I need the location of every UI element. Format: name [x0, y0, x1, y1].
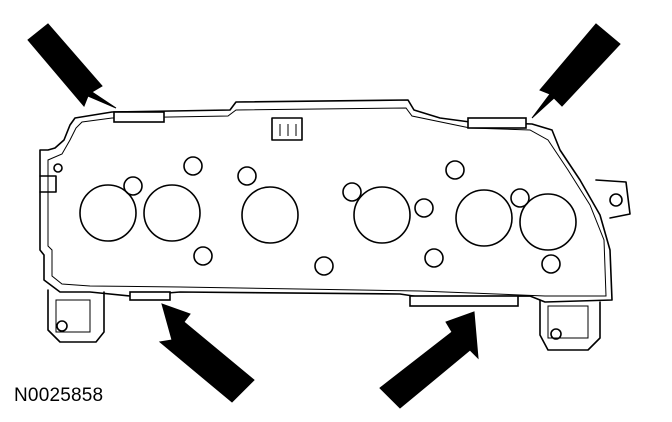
left-side-connector [39, 175, 57, 193]
lower-right-clip [409, 295, 519, 307]
screw [342, 182, 362, 202]
right-side-tab [595, 179, 631, 219]
left-ear-tab [55, 299, 91, 333]
figure-reference-code: N0025858 [14, 385, 104, 406]
left-mounting-ear [47, 289, 105, 343]
cluster-housing-outline [39, 99, 613, 303]
connector-pins [279, 124, 297, 136]
screw [183, 156, 203, 176]
screws [123, 156, 561, 276]
left-ear-hole [56, 320, 68, 332]
screw [414, 198, 434, 218]
screw [237, 166, 257, 186]
right-ear-hole [550, 328, 562, 340]
screw [541, 254, 561, 274]
arrow-top-right [531, 23, 621, 119]
screw [123, 176, 143, 196]
gauge-openings [79, 184, 577, 251]
screw [445, 160, 465, 180]
top-center-connector [271, 117, 303, 141]
upper-left-clip [113, 111, 165, 123]
screw [193, 246, 213, 266]
gauge-opening [353, 186, 411, 244]
gauge-opening [241, 186, 299, 244]
arrow-bottom-right [379, 311, 479, 409]
arrow-bottom-left [158, 303, 255, 403]
cluster-inner-outline [47, 107, 607, 297]
right-mounting-ear [539, 299, 601, 351]
left-side-post [53, 163, 63, 173]
gauge-opening [143, 184, 201, 242]
screw [314, 256, 334, 276]
upper-right-clip [467, 117, 527, 129]
gauge-opening [79, 184, 137, 242]
gauge-opening [519, 193, 577, 251]
gauge-opening [455, 189, 513, 247]
right-ear-tab [547, 305, 589, 339]
arrow-top-left [27, 23, 117, 109]
lower-left-clip [129, 291, 171, 301]
right-side-hole [609, 193, 623, 207]
screw [424, 248, 444, 268]
screw [510, 188, 530, 208]
